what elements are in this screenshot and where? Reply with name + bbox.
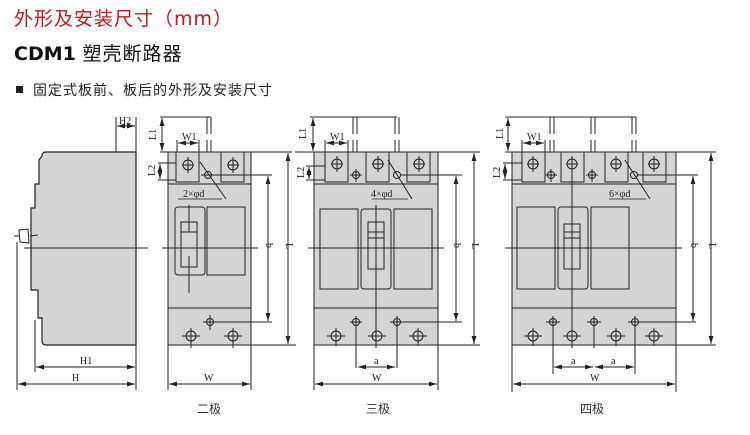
three-pole-label-a: a [374,356,379,367]
section-title: 外形及安装尺寸（mm） [14,8,234,30]
two-pole-hole-note: 2×φd [183,189,204,200]
four-pole-view [502,116,716,392]
label-h: H [72,373,79,384]
two-pole-label-w: W [204,373,214,384]
two-pole-label-w1: W1 [182,132,196,143]
three-pole-label-l: L [469,243,480,249]
three-pole-label-w1: W1 [330,132,344,143]
two-pole-label-b: b [263,243,274,248]
three-pole-hole-note: 4×φd [371,189,392,200]
two-pole-label-l: L [283,243,294,249]
four-pole-label-a1: a [571,356,576,367]
four-pole-label-l1: L1 [495,128,506,139]
three-pole-view [295,116,480,390]
three-pole-label-b: b [451,243,462,248]
four-pole-label-w: W [590,373,600,384]
two-pole-view [157,116,296,390]
product-title: CDM1 塑壳断路器 [14,39,182,66]
four-pole-hole-note: 6×φd [609,189,630,200]
four-pole-label-l2: L2 [492,167,503,178]
four-pole-label-a2: a [611,356,616,367]
four-pole-label-w1: W1 [527,132,541,143]
three-pole-label-l1: L1 [298,128,309,139]
four-pole-label-b: b [688,243,699,248]
label-h1: H1 [80,356,92,367]
three-pole-label-w: W [372,373,382,384]
two-pole-caption: 二极 [197,402,221,416]
four-pole-caption: 四极 [580,402,604,416]
side-view [14,117,148,390]
three-pole-label-l2: L2 [296,167,307,178]
two-pole-label-l1: L1 [148,129,159,140]
label-h2: H2 [119,116,131,127]
bullet-icon [16,86,23,93]
subtitle: 固定式板前、板后的外形及安装尺寸 [16,80,273,100]
product-code: CDM1 [14,43,76,65]
two-pole-label-l2: L2 [147,165,158,176]
product-name: 塑壳断路器 [82,43,183,65]
three-pole-caption: 三极 [366,402,390,416]
subtitle-text: 固定式板前、板后的外形及安装尺寸 [33,83,273,99]
four-pole-label-l: L [706,243,717,249]
